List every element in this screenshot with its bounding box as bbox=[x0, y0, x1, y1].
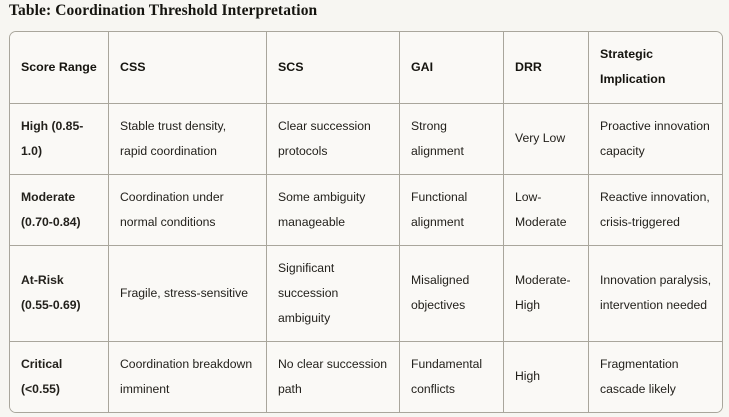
column-header-scs: SCS bbox=[267, 32, 400, 104]
table-header-row: Score Range CSS SCS GAI DRR Strategic Im… bbox=[10, 32, 722, 104]
table-container: Score Range CSS SCS GAI DRR Strategic Im… bbox=[9, 31, 723, 413]
cell-scs: Some ambiguity manageable bbox=[267, 174, 400, 246]
cell-drr: Moderate-High bbox=[504, 245, 589, 342]
cell-strategic-implication: Proactive innovation capacity bbox=[589, 103, 722, 175]
coordination-threshold-table: Score Range CSS SCS GAI DRR Strategic Im… bbox=[9, 31, 723, 413]
cell-css: Stable trust density, rapid coordination bbox=[109, 103, 267, 175]
cell-css: Coordination breakdown imminent bbox=[109, 341, 267, 412]
table-row: Critical (<0.55) Coordination breakdown … bbox=[10, 341, 722, 412]
cell-score-range: At-Risk (0.55-0.69) bbox=[10, 245, 109, 342]
cell-gai: Strong alignment bbox=[400, 103, 504, 175]
cell-gai: Functional alignment bbox=[400, 174, 504, 246]
cell-gai: Misaligned objectives bbox=[400, 245, 504, 342]
cell-gai: Fundamental conflicts bbox=[400, 341, 504, 412]
column-header-drr: DRR bbox=[504, 32, 589, 104]
cell-scs: Clear succession protocols bbox=[267, 103, 400, 175]
cell-score-range: Moderate (0.70-0.84) bbox=[10, 174, 109, 246]
cell-scs: No clear succession path bbox=[267, 341, 400, 412]
table-caption: Table: Coordination Threshold Interpreta… bbox=[9, 2, 318, 19]
table-row: Moderate (0.70-0.84) Coordination under … bbox=[10, 174, 722, 246]
column-header-css: CSS bbox=[109, 32, 267, 104]
column-header-gai: GAI bbox=[400, 32, 504, 104]
table-header: Score Range CSS SCS GAI DRR Strategic Im… bbox=[10, 32, 722, 104]
cell-score-range: Critical (<0.55) bbox=[10, 341, 109, 412]
cell-score-range: High (0.85-1.0) bbox=[10, 103, 109, 175]
table-row: At-Risk (0.55-0.69) Fragile, stress-sens… bbox=[10, 245, 722, 342]
cell-drr: High bbox=[504, 341, 589, 412]
cell-scs: Significant succession ambiguity bbox=[267, 245, 400, 342]
column-header-score-range: Score Range bbox=[10, 32, 109, 104]
cell-strategic-implication: Fragmentation cascade likely bbox=[589, 341, 722, 412]
table-body: High (0.85-1.0) Stable trust density, ra… bbox=[10, 103, 722, 412]
table-row: High (0.85-1.0) Stable trust density, ra… bbox=[10, 103, 722, 175]
column-header-strategic-implication: Strategic Implication bbox=[589, 32, 722, 104]
cell-css: Coordination under normal conditions bbox=[109, 174, 267, 246]
cell-drr: Very Low bbox=[504, 103, 589, 175]
cell-strategic-implication: Innovation paralysis, intervention neede… bbox=[589, 245, 722, 342]
cell-css: Fragile, stress-sensitive bbox=[109, 245, 267, 342]
cell-drr: Low-Moderate bbox=[504, 174, 589, 246]
cell-strategic-implication: Reactive innovation, crisis-triggered bbox=[589, 174, 722, 246]
